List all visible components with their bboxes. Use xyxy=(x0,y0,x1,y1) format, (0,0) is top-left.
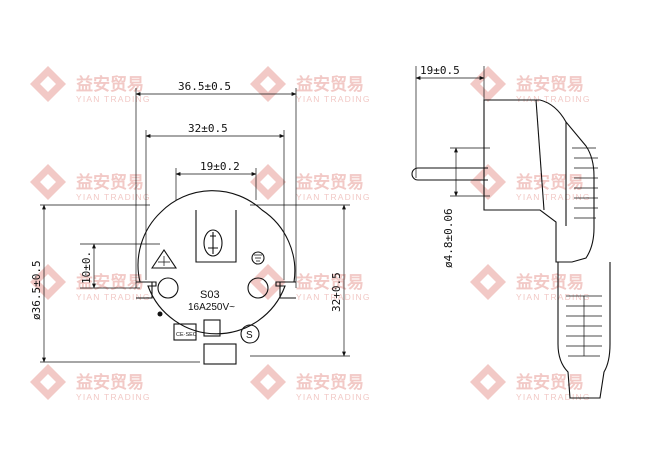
watermark-cn: 益安贸易 xyxy=(296,372,364,393)
watermark-logo: 益安贸易 YIAN TRADING xyxy=(470,264,591,302)
dim-width-earth: 19±0.2 xyxy=(200,160,240,173)
dim-plug-depth: 19±0.5 xyxy=(420,64,460,77)
dim-height: 32+0.5 xyxy=(330,272,343,312)
dim-pin-diameter: ø4.8±0.06 xyxy=(442,208,455,268)
s-mark-icon xyxy=(240,324,260,344)
watermark-cn: 益安贸易 xyxy=(76,172,144,193)
cert-mark-square xyxy=(203,319,221,337)
pin-hole-right xyxy=(247,277,269,299)
cable xyxy=(557,262,611,399)
cert-mark-label: CE·SEC xyxy=(176,332,197,338)
watermark-cn: 益安贸易 xyxy=(296,272,364,293)
watermark-en: YIAN TRADING xyxy=(76,392,151,402)
watermark-cn: 益安贸易 xyxy=(76,372,144,393)
watermark-en: YIAN TRADING xyxy=(296,292,371,302)
side-view: 19±0.5 ø4.8±0.06 xyxy=(411,64,611,399)
watermark-en: YIAN TRADING xyxy=(76,192,151,202)
watermark-en: YIAN TRADING xyxy=(516,292,591,302)
face-rating-label: 16A250V~ xyxy=(188,302,235,313)
dim-offset: 10±0. xyxy=(80,251,93,284)
plug-pin xyxy=(411,167,488,181)
screw-dot xyxy=(157,311,163,317)
watermark-en: YIAN TRADING xyxy=(76,292,151,302)
dim-width-pins: 32±0.5 xyxy=(188,122,228,135)
plug-body xyxy=(483,99,595,263)
watermark-logo: 益安贸易 YIAN TRADING xyxy=(30,164,151,202)
watermark-en: YIAN TRADING xyxy=(296,94,371,104)
warning-triangle-icon xyxy=(150,249,178,269)
watermark-cn: 益安贸易 xyxy=(296,74,364,95)
watermark-cn: 益安贸易 xyxy=(516,272,584,293)
dim-width-outer: 36.5±0.5 xyxy=(178,80,231,93)
watermark-logo: 益安贸易 YIAN TRADING xyxy=(470,66,591,104)
front-view: 36.5±0.5 32±0.5 19±0.2 ø36.5±0.5 10±0. 3… xyxy=(30,80,350,365)
watermark-cn: 益安贸易 xyxy=(76,74,144,95)
watermark-logo: 益安贸易 YIAN TRADING xyxy=(250,264,371,302)
dim-diameter: ø36.5±0.5 xyxy=(30,260,43,320)
cert-mark-box xyxy=(173,323,197,341)
watermark-en: YIAN TRADING xyxy=(516,94,591,104)
face-model-label: S03 xyxy=(200,289,220,301)
svg-text:S: S xyxy=(246,330,253,341)
watermark-logo: 益安贸易 YIAN TRADING xyxy=(30,66,151,104)
watermark-logo: 益安贸易 YIAN TRADING xyxy=(250,164,371,202)
watermark-en: YIAN TRADING xyxy=(516,392,591,402)
watermark-cn: 益安贸易 xyxy=(516,74,584,95)
pin-hole-left xyxy=(157,277,179,299)
earth-symbol-icon xyxy=(251,251,265,265)
watermark-en: YIAN TRADING xyxy=(296,392,371,402)
watermark-en: YIAN TRADING xyxy=(516,192,591,202)
watermark-logo: 益安贸易 YIAN TRADING xyxy=(30,364,151,402)
watermark-cn: 益安贸易 xyxy=(296,172,364,193)
watermark-cn: 益安贸易 xyxy=(516,172,584,193)
watermark-cn: 益安贸易 xyxy=(516,372,584,393)
watermark-en: YIAN TRADING xyxy=(76,94,151,104)
watermark-grid: 益安贸易 YIAN TRADING 益安贸易 YIAN TRADING 益安贸易… xyxy=(30,66,591,402)
watermark-logo: 益安贸易 YIAN TRADING xyxy=(470,364,591,402)
watermark-logo: 益安贸易 YIAN TRADING xyxy=(250,364,371,402)
watermark-en: YIAN TRADING xyxy=(296,192,371,202)
watermark-logo: 益安贸易 YIAN TRADING xyxy=(250,66,371,104)
watermark-logo: 益安贸易 YIAN TRADING xyxy=(470,164,591,202)
